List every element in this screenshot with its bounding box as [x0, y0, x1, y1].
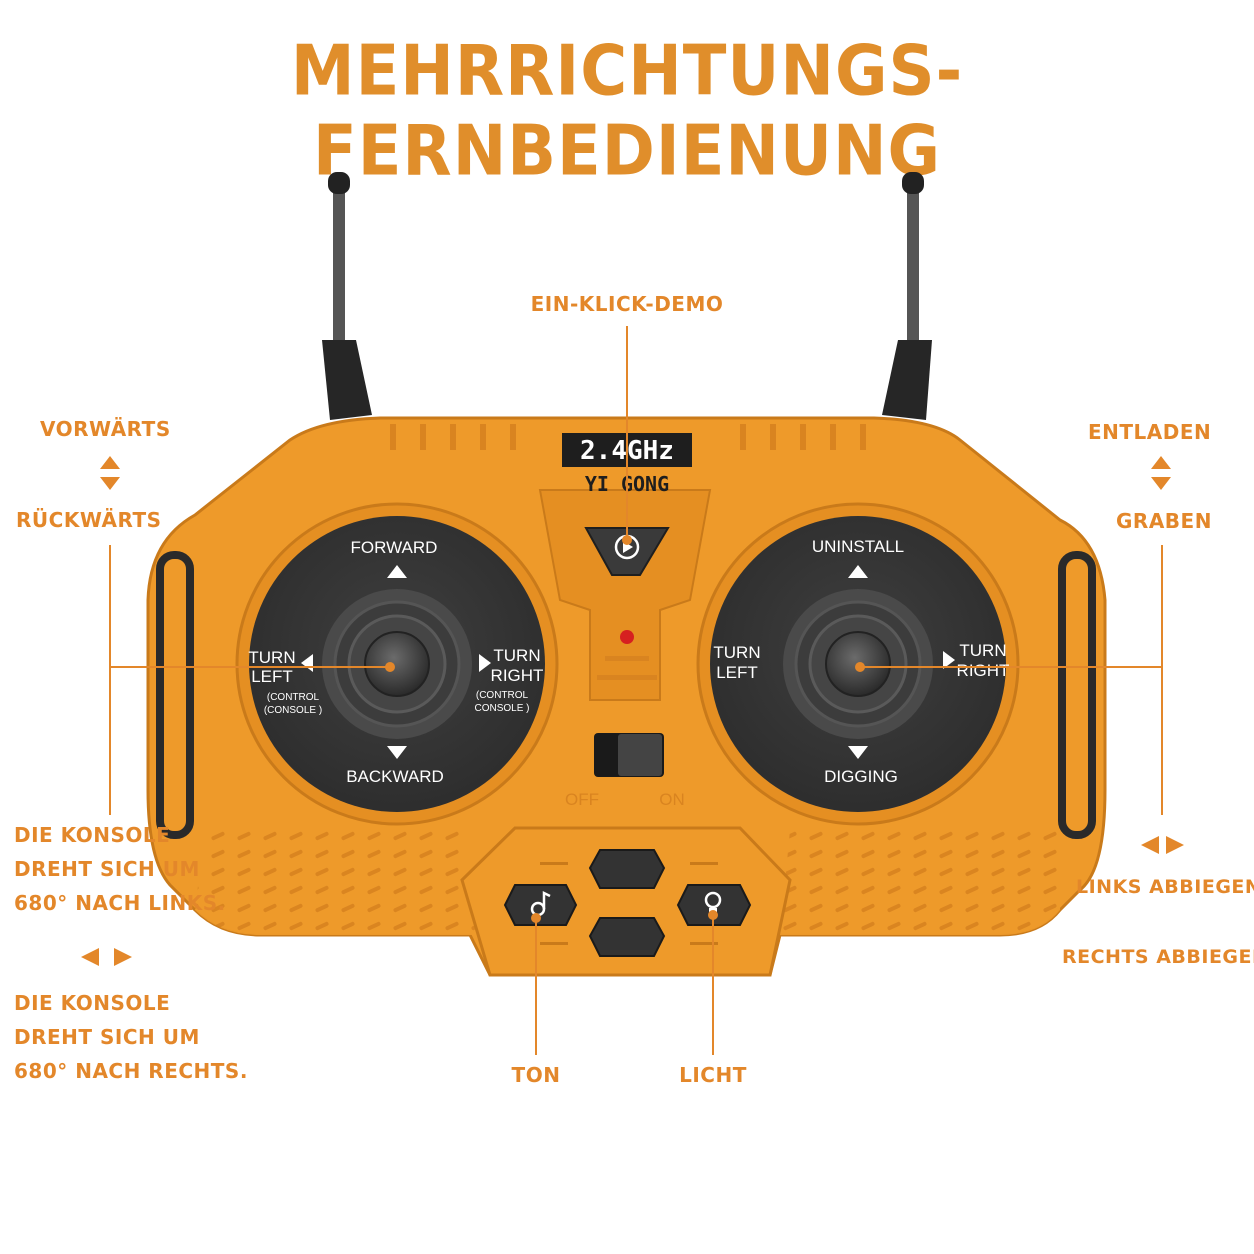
dig-callout: GRABEN: [1116, 509, 1212, 533]
console-left-line3: 680° NACH LINKS.: [14, 891, 226, 915]
right-up-label: UNINSTALL: [812, 537, 904, 556]
right-right-arrow-icon: [943, 651, 955, 669]
demo-callout: EIN-KLICK-DEMO: [530, 292, 724, 316]
console-left-callout: DIE KONSOLE DREHT SICH UM 680° NACH LINK…: [14, 818, 226, 920]
right-turn-right-line2: RIGHT: [957, 661, 1010, 680]
console-right-line2: DREHT SICH UM: [14, 1025, 200, 1049]
left-turn-left-sub2: (CONSOLE ): [264, 705, 322, 716]
console-right-line1: DIE KONSOLE: [14, 991, 171, 1015]
power-led: [620, 630, 634, 644]
right-up-arrow-icon: [848, 565, 868, 578]
right-turn-left-line1: TURN: [713, 643, 760, 662]
right-grip: [1058, 551, 1096, 839]
left-turn-right-sub1: (CONTROL: [476, 690, 529, 701]
up-arrow-icon: [100, 456, 120, 469]
down-arrow-icon: [100, 477, 120, 490]
sound-callout: TON: [511, 1063, 561, 1087]
left-right-arrow-icon: [479, 654, 491, 672]
left-turn-left-sub1: (CONTROL: [267, 692, 320, 703]
console-right-line3: 680° NACH RECHTS.: [14, 1059, 248, 1083]
switch-off-label: OFF: [565, 790, 599, 809]
right-turn-right-line1: TURN: [959, 641, 1006, 660]
right-arrow-icon: [1166, 836, 1184, 854]
leader-lines: [109, 326, 1163, 1055]
button-panel-ridges: [540, 862, 718, 945]
tread-plate: [195, 830, 480, 935]
console-left-line1: DIE KONSOLE: [14, 823, 171, 847]
left-up-arrow-icon: [387, 565, 407, 578]
left-turn-right-sub2: CONSOLE ): [474, 703, 529, 714]
console-left-line2: DREHT SICH UM: [14, 857, 200, 881]
unload-callout: ENTLADEN: [1088, 420, 1212, 444]
left-antenna: [322, 172, 372, 420]
forward-callout: VORWÄRTS: [40, 417, 171, 441]
left-up-label: FORWARD: [351, 538, 438, 557]
left-arrow-icon: [81, 948, 99, 966]
right-turn-left-line2: LEFT: [716, 663, 758, 682]
backward-callout: RÜCKWÄRTS: [16, 508, 162, 532]
right-antenna: [882, 172, 932, 420]
console-right-callout: DIE KONSOLE DREHT SICH UM 680° NACH RECH…: [14, 986, 248, 1088]
left-joystick[interactable]: [364, 631, 430, 697]
power-switch[interactable]: [594, 733, 664, 777]
top-ridges: [390, 424, 866, 450]
left-arrow-icon: [1141, 836, 1159, 854]
down-arrow-icon: [1151, 477, 1171, 490]
right-down-arrow-icon: [848, 746, 868, 759]
left-grip: [156, 551, 194, 839]
right-down-label: DIGGING: [824, 767, 898, 786]
left-turn-right-line2: RIGHT: [491, 666, 544, 685]
lightbulb-icon: [704, 891, 722, 909]
left-turn-left-line1: TURN: [248, 648, 295, 667]
down-button[interactable]: [588, 917, 666, 957]
left-turn-right-line1: TURN: [493, 646, 540, 665]
switch-on-label: ON: [659, 790, 685, 809]
up-arrow-icon: [1151, 456, 1171, 469]
page-title: MEHRRICHTUNGS-FERNBEDIENUNG: [290, 32, 964, 192]
turn-left-callout: LINKS ABBIEGEN: [1076, 876, 1254, 898]
light-callout: LICHT: [679, 1063, 747, 1087]
up-button[interactable]: [588, 849, 666, 889]
tread-plate-right: [780, 830, 1060, 935]
right-arrow-icon: [114, 948, 132, 966]
left-down-label: BACKWARD: [346, 767, 444, 786]
turn-right-callout: RECHTS ABBIEGEN: [1062, 946, 1254, 968]
left-down-arrow-icon: [387, 746, 407, 759]
left-turn-left-line2: LEFT: [251, 667, 293, 686]
center-bezel: [538, 489, 712, 701]
